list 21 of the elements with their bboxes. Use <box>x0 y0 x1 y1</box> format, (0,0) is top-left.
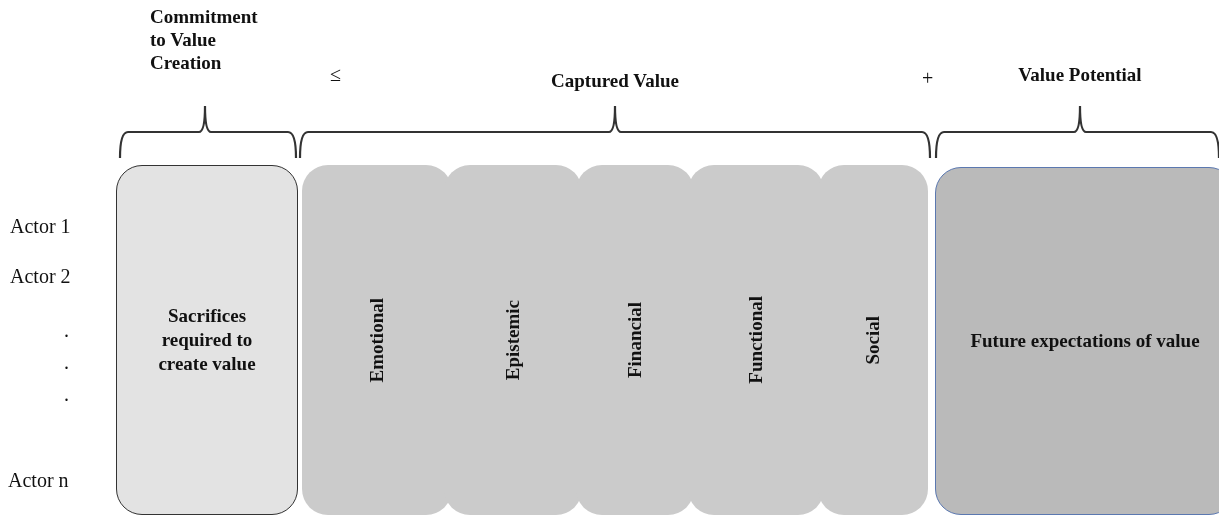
row-label: Actor n <box>8 468 70 492</box>
category-box <box>818 165 928 515</box>
operator-symbol: ≤ <box>330 62 342 86</box>
section-heading: Commitment to Value Creation <box>150 6 259 75</box>
category-label: Functional <box>744 296 768 384</box>
ellipsis-dot: . <box>64 318 70 342</box>
box-text: Sacrifices required to create value <box>157 304 257 376</box>
section-heading: Value Potential <box>1017 64 1143 87</box>
row-label: Actor 1 <box>10 214 72 238</box>
category-label: Financial <box>623 302 647 378</box>
category-label: Social <box>861 315 885 365</box>
ellipsis-dot: . <box>64 382 70 406</box>
row-label: Actor 2 <box>10 264 72 288</box>
operator-symbol: + <box>922 66 935 90</box>
ellipsis-dot: . <box>64 350 70 374</box>
section-heading: Captured Value <box>550 70 680 93</box>
category-box <box>116 165 298 515</box>
box-text: Future expectations of value <box>970 329 1200 353</box>
category-label: Emotional <box>365 297 389 383</box>
category-label: Epistemic <box>501 299 525 381</box>
category-box <box>935 167 1219 515</box>
